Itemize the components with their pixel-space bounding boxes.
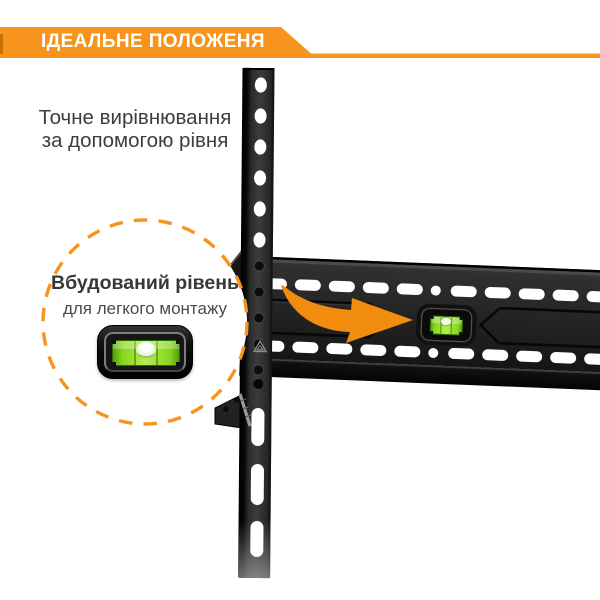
callout-title: Вбудований рівень [51,272,239,294]
bubble-level-insert-icon [416,303,477,347]
ribbon-fold [0,34,3,54]
level-vial [112,340,180,366]
brand-triangle-logo [252,339,268,353]
vial-divider [156,341,158,365]
heading-line-1: Точне вирівнювання [38,106,232,129]
vial-clip [112,362,116,366]
bubble-level-icon [97,325,193,379]
rail-holes [252,77,267,376]
bracket-screw [238,393,252,427]
vial-clip [176,362,180,366]
rail-slots-bottom [258,340,600,365]
horizontal-rail [225,239,600,391]
rail-lower-slots [250,408,265,557]
vertical-rail [238,67,275,579]
curved-arrow-icon [281,285,413,343]
vial-clip [176,340,180,344]
heading-text: Точне вирівнювання за допомогою рівня [15,106,255,152]
heading-line-2: за допомогою рівня [41,128,229,152]
callout-subtitle: для легкого монтажу [62,299,228,318]
vial-bubble [136,342,156,358]
vial-divider [134,341,136,365]
dashed-circle-icon [41,218,249,426]
vial-clip [112,340,116,344]
banner-label: ІДЕАЛЬНЕ ПОЛОЖЕНЯ [41,31,265,52]
